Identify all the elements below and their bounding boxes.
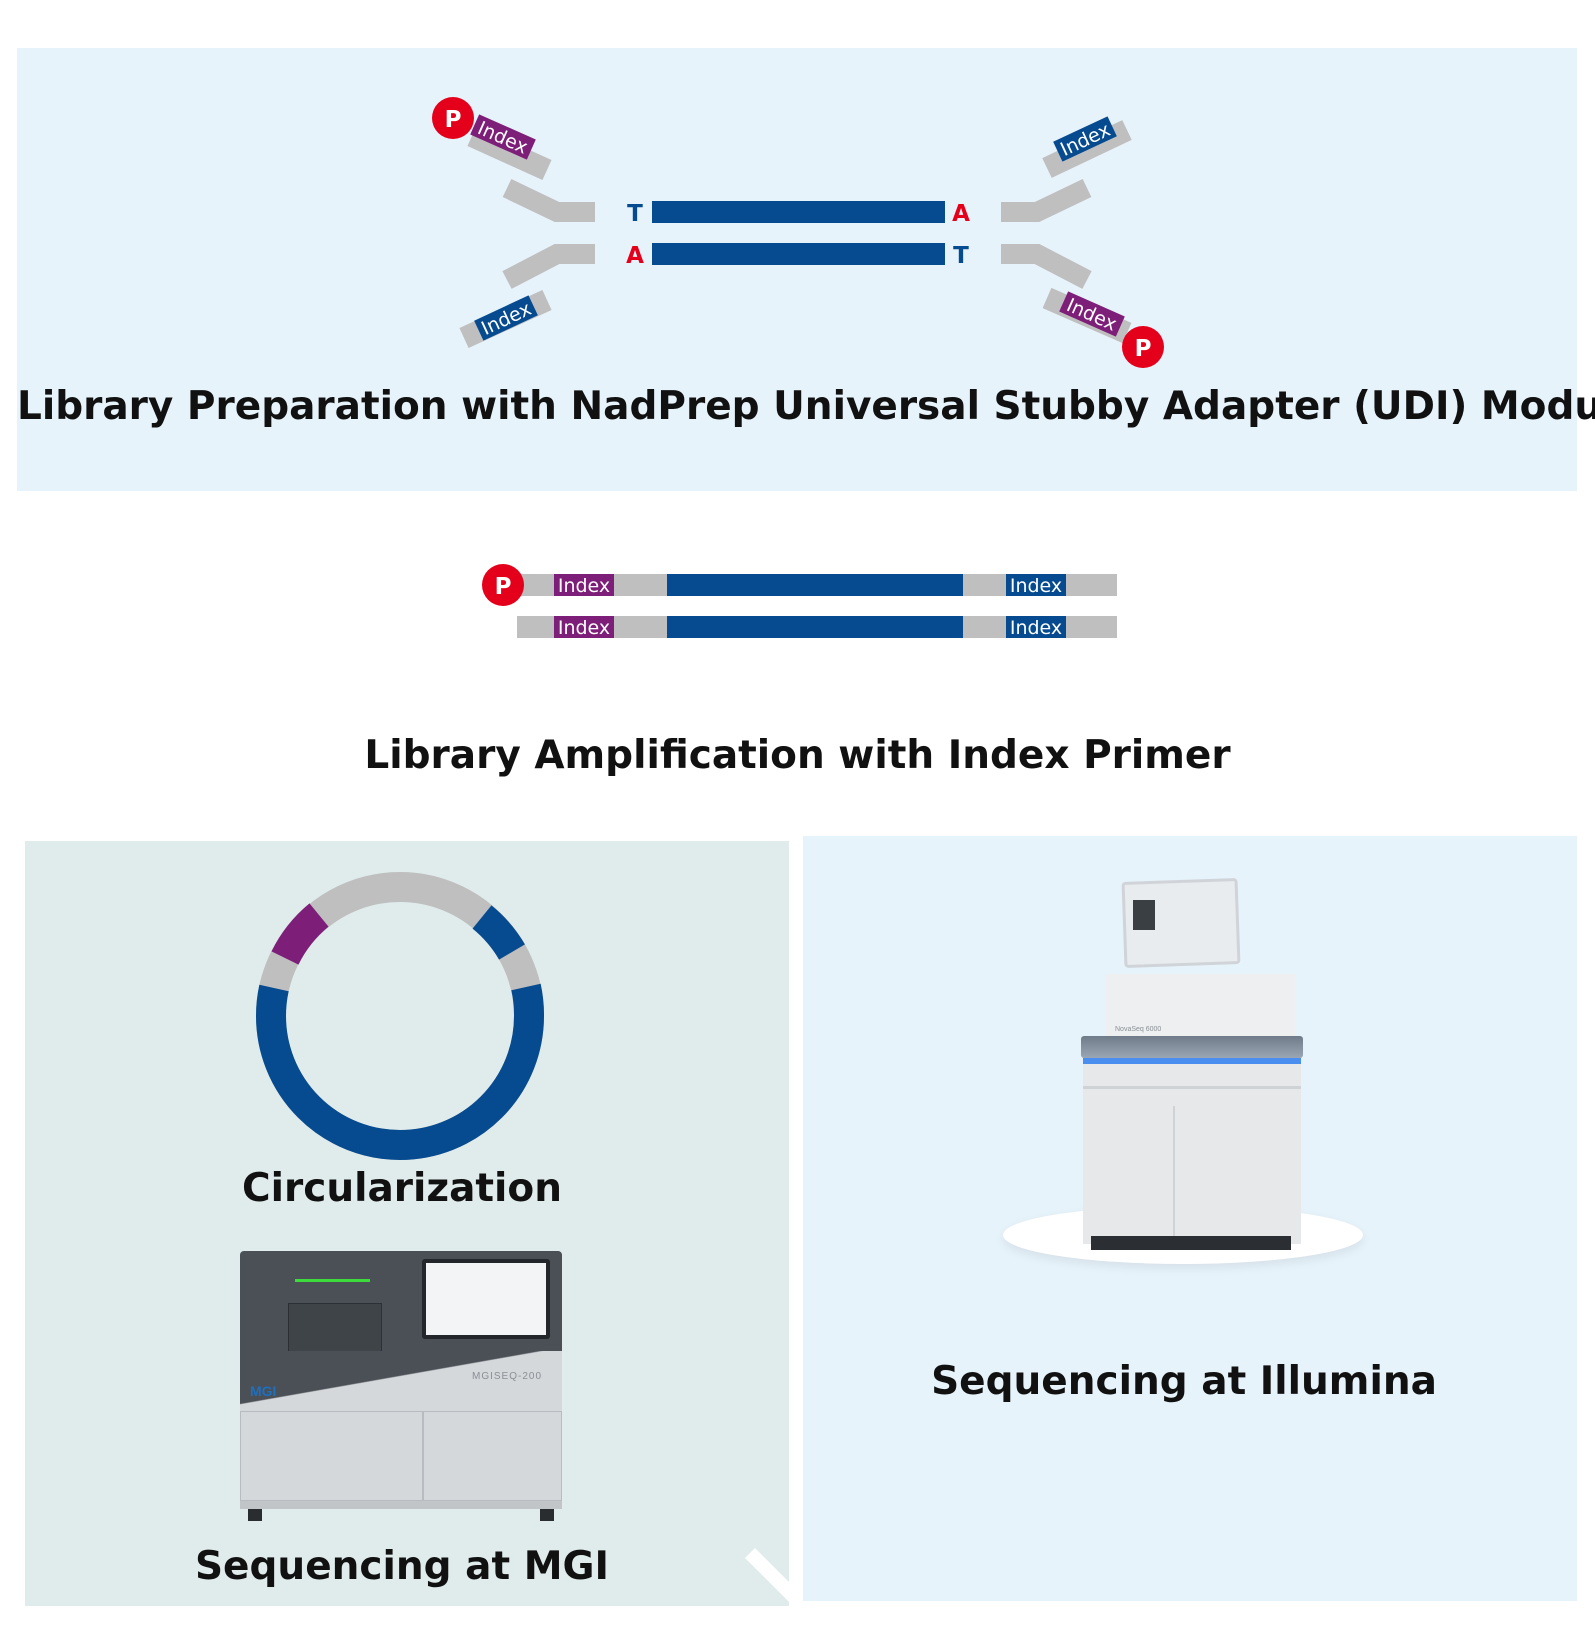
illumina-instrument-model: NovaSeq 6000 — [1115, 1026, 1162, 1033]
amplicon-phosphate — [482, 564, 524, 606]
left-adapter: Index P Index — [432, 97, 595, 349]
amplicon-top-index-right-label: Index — [1010, 575, 1062, 597]
illumina-sequencer-image: NovaSeq 6000 — [1003, 876, 1373, 1276]
circularization-diagram — [255, 872, 544, 1160]
adapter-ligation-caption: Library Preparation with NadPrep Univers… — [17, 384, 1595, 429]
mgi-logo: MGI — [250, 1383, 277, 1399]
branch-divider — [789, 836, 803, 1611]
circle-insert-arc — [256, 983, 544, 1160]
index-label-bottom-left: Index — [478, 298, 535, 340]
amplicon-phosphate-label: P — [495, 574, 512, 600]
phosphate-bottom-right — [1122, 326, 1164, 368]
circle-index-blue — [472, 905, 525, 960]
base-top-left: T — [627, 201, 643, 227]
phosphate-label-bottom-right: P — [1135, 336, 1152, 362]
insert-top-strand — [652, 201, 945, 223]
index-block-top-left — [470, 114, 536, 160]
base-bottom-left: A — [626, 243, 644, 269]
amplicon-bottom-index-left-label: Index — [558, 617, 610, 639]
index-block-bottom-left — [474, 295, 538, 341]
amplicon-top-index-left — [554, 574, 614, 596]
amplification-diagram: Index Index P Index Index — [482, 564, 1117, 639]
mgi-instrument-model: MGISEQ-200 — [472, 1371, 543, 1382]
index-block-bottom-right — [1059, 291, 1125, 337]
mgi-panel: Circularization MGISEQ-200 MGI Sequencin… — [25, 841, 789, 1606]
illumina-panel: NovaSeq 6000 Sequencing at Illumina — [803, 836, 1577, 1601]
adapter-ligation-panel: Index P Index Index Index P T A A T — [17, 48, 1595, 491]
amplicon-bottom-index-right-label: Index — [1010, 617, 1062, 639]
amplicon-bottom-insert — [667, 616, 963, 638]
adapter-ligation-diagram: Index P Index Index Index P T A A T — [432, 97, 1164, 368]
amplicon-bottom-index-right — [1006, 616, 1066, 638]
illumina-caption: Sequencing at Illumina — [931, 1359, 1437, 1404]
amplification-caption: Library Amplification with Index Primer — [364, 733, 1231, 778]
phosphate-label-top-left: P — [445, 107, 462, 133]
amplicon-top-insert — [667, 574, 963, 596]
circle-index-purple — [271, 903, 329, 966]
right-adapter: Index Index P — [1001, 116, 1164, 368]
mgi-sequencer-image: MGISEQ-200 MGI — [240, 1251, 562, 1521]
index-block-top-right — [1053, 116, 1117, 162]
phosphate-top-left — [432, 97, 474, 139]
mgi-caption: Sequencing at MGI — [194, 1544, 610, 1589]
circularization-caption: Circularization — [242, 1166, 562, 1211]
base-top-right: A — [952, 201, 970, 227]
amplicon-bottom-index-left — [554, 616, 614, 638]
amplicon-top-index-right — [1006, 574, 1066, 596]
amplicon-top-index-left-label: Index — [558, 575, 610, 597]
insert-bottom-strand — [652, 243, 945, 265]
base-bottom-right: T — [953, 243, 969, 269]
